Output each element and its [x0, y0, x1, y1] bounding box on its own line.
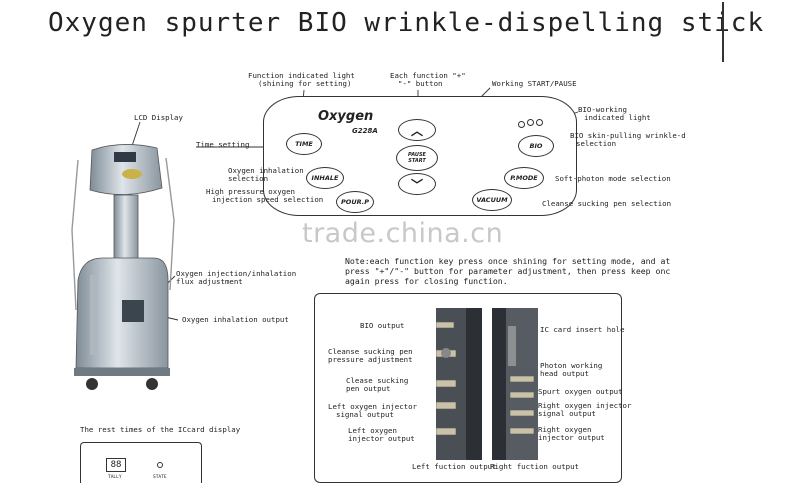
plus-button[interactable]: ︿ — [398, 119, 436, 141]
label-plus-minus: Each function "+" "-" button — [390, 71, 466, 89]
control-panel: Oxygen G228A TIME INHALE POUR.P ︿ PAUSE … — [263, 96, 577, 216]
panel-brand: Oxygen — [318, 109, 374, 124]
label-line: Cleanse sucking pen — [328, 347, 413, 356]
label-line: Function indicated light — [248, 71, 355, 80]
time-button[interactable]: TIME — [286, 133, 322, 155]
indicator-light-icon — [527, 119, 534, 126]
inhale-button[interactable]: INHALE — [306, 167, 344, 189]
label-cleanse-pen: Cleanse sucking pen selection — [542, 199, 672, 208]
indicator-light-icon — [536, 119, 543, 126]
label-line: indicated light — [584, 113, 651, 123]
label-ic-card: IC card insert hole — [540, 325, 625, 334]
machine-illustration — [71, 144, 175, 390]
chevron-up-icon: ︿ — [410, 123, 423, 138]
label-line: flux adjustment — [176, 277, 243, 287]
label-left-injector: Left oxygen injector output — [348, 426, 415, 444]
iccard-display-panel — [80, 442, 202, 483]
label-line: Each function "+" — [390, 71, 466, 80]
label-oxygen-inhalation: Oxygen inhalation selection — [228, 166, 304, 184]
label-right-injector-signal: Right oxygen injector signal output — [538, 401, 632, 419]
pause-start-button[interactable]: PAUSE START — [396, 145, 438, 171]
label-right-injector: Right oxygen injector output — [538, 425, 605, 443]
label-function-light: Function indicated light (shining for se… — [248, 71, 355, 89]
label-bio-working: BIO-working indicated light — [578, 105, 651, 123]
label-line: Left oxygen — [348, 426, 397, 435]
label-tally: TALLY — [108, 475, 122, 480]
note-line: again press for closing function. — [345, 276, 508, 286]
pmode-button[interactable]: P.MODE — [504, 167, 544, 189]
label-high-pressure: High pressure oxygen injection speed sel… — [206, 187, 324, 205]
label-left-injector-signal: Left oxygen injector signal output — [328, 402, 417, 420]
label-line: head output — [540, 369, 589, 379]
label-line: BIO-working — [578, 105, 627, 114]
label-line: injection speed selection — [212, 195, 324, 205]
label-line: selection — [228, 174, 269, 184]
label-left-fuction: Left fuction output — [412, 462, 497, 471]
label-line: "-" button — [398, 79, 443, 89]
label-line: BIO skin-pulling wrinkle-d — [570, 131, 686, 140]
label-line: signal output — [336, 410, 394, 420]
label-line: pen output — [346, 384, 391, 394]
label-cleanse-output: Clease sucking pen output — [346, 376, 409, 394]
minus-button[interactable]: ﹀ — [398, 173, 436, 195]
label-inhalation-output: Oxygen inhalation output — [182, 315, 289, 324]
panel-model: G228A — [352, 127, 378, 135]
label-right-fuction: Right fuction output — [490, 462, 579, 471]
label-line: selection — [576, 139, 617, 149]
label-lcd: LCD Display — [134, 113, 183, 122]
status-light-icon — [157, 462, 163, 468]
label-line: Right oxygen — [538, 425, 592, 434]
label-line: signal output — [538, 409, 596, 419]
label-line: Oxygen inhalation — [228, 166, 304, 175]
label-spurt: Spurt oxygen output — [538, 387, 623, 396]
note-line: Note:each function key press once shinin… — [345, 256, 671, 266]
label-line: Right oxygen injector — [538, 401, 632, 410]
label-line: Left oxygen injector — [328, 402, 417, 411]
label-line: Oxygen injection/inhalation — [176, 269, 297, 278]
note-line: press "+"/"-" button for parameter adjus… — [345, 266, 671, 276]
label-photon: Photon working head output — [540, 361, 603, 379]
label-working: Working START/PAUSE — [492, 79, 577, 88]
start-label: START — [408, 158, 426, 164]
bio-button[interactable]: BIO — [518, 135, 554, 157]
indicator-light-icon — [518, 121, 525, 128]
label-bio-skin: BIO skin-pulling wrinkle-d selection — [570, 131, 686, 149]
pour-button[interactable]: POUR.P — [336, 191, 374, 213]
label-state: STATE — [153, 475, 167, 480]
pause-label: PAUSE — [408, 152, 426, 158]
page-title: Oxygen spurter BIO wrinkle-dispelling st… — [48, 8, 765, 38]
label-line: Photon working — [540, 361, 603, 370]
label-line: injector output — [538, 433, 605, 443]
label-line: Clease sucking — [346, 376, 409, 385]
label-line: (shining for setting) — [258, 79, 352, 89]
right-output-photo — [492, 308, 538, 460]
vacuum-button[interactable]: VACUUM — [472, 189, 512, 211]
label-line: High pressure oxygen — [206, 187, 295, 196]
label-time-setting: Time setting — [196, 140, 250, 149]
left-output-photo — [436, 308, 482, 460]
title-divider — [722, 2, 724, 62]
label-flux: Oxygen injection/inhalation flux adjustm… — [176, 269, 297, 287]
iccard-counter: 88 — [106, 458, 126, 472]
chevron-down-icon: ﹀ — [410, 177, 423, 192]
label-rest-times: The rest times of the ICcard display — [80, 425, 241, 434]
label-line: injector output — [348, 434, 415, 444]
note-text: Note:each function key press once shinin… — [345, 256, 705, 286]
bio-indicator-lights — [518, 119, 548, 128]
label-cleanse-adjust: Cleanse sucking pen pressure adjustment — [328, 347, 413, 365]
label-soft-photon: Soft-photon mode selection — [555, 174, 671, 183]
label-line: pressure adjustment — [328, 355, 413, 365]
label-bio-output: BIO output — [360, 321, 405, 330]
watermark: trade.china.cn — [302, 218, 504, 249]
